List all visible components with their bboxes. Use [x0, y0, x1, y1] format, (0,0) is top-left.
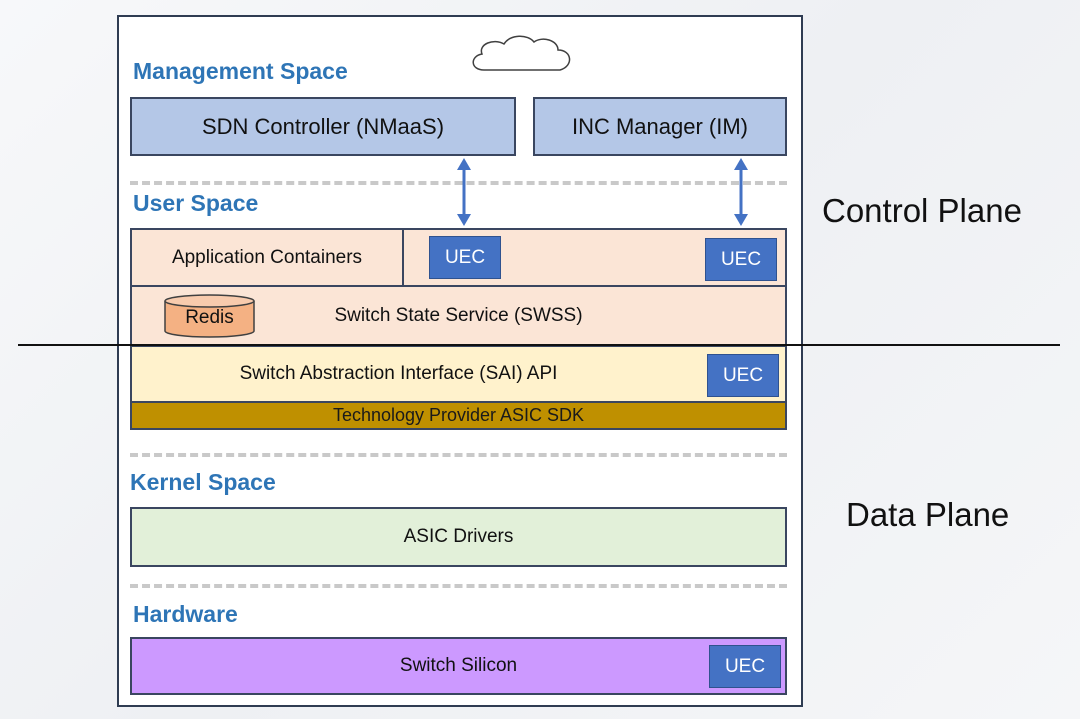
- sai-box: Switch Abstraction Interface (SAI) API: [130, 345, 787, 403]
- hardware-title: Hardware: [133, 601, 238, 627]
- data-plane-label: Data Plane: [846, 496, 1010, 533]
- application-containers-box: Application Containers: [130, 228, 404, 287]
- swss-box: Switch State Service (SWSS): [130, 285, 787, 347]
- redis-label: Redis: [185, 307, 234, 328]
- double-arrow-icon: [734, 158, 748, 226]
- kernel-space-title: Kernel Space: [130, 469, 276, 495]
- asic-drivers-box: ASIC Drivers: [130, 507, 787, 567]
- database-icon: [164, 294, 255, 338]
- uec-badge-left: UEC: [429, 236, 501, 279]
- user-space-title: User Space: [133, 190, 259, 216]
- separator-management-user: [130, 181, 787, 185]
- uec-badge-hardware: UEC: [709, 645, 781, 688]
- control-plane-label: Control Plane: [822, 192, 1022, 229]
- swss-label: Switch State Service (SWSS): [334, 305, 583, 326]
- switch-silicon-box: Switch Silicon: [130, 637, 787, 695]
- inc-manager-box: INC Manager (IM): [533, 97, 787, 156]
- sdn-controller-box: SDN Controller (NMaaS): [130, 97, 516, 156]
- asic-sdk-bar: Technology Provider ASIC SDK: [130, 401, 787, 430]
- uec-badge-sai: UEC: [707, 354, 779, 397]
- double-arrow-icon: [457, 158, 471, 226]
- plane-divider-line: [18, 344, 1060, 346]
- uec-badge-right: UEC: [705, 238, 777, 281]
- separator-kernel-hardware: [130, 584, 787, 588]
- separator-user-kernel: [130, 453, 787, 457]
- sai-label: Switch Abstraction Interface (SAI) API: [239, 363, 558, 384]
- cloud-icon: [472, 35, 571, 71]
- management-space-title: Management Space: [133, 58, 348, 84]
